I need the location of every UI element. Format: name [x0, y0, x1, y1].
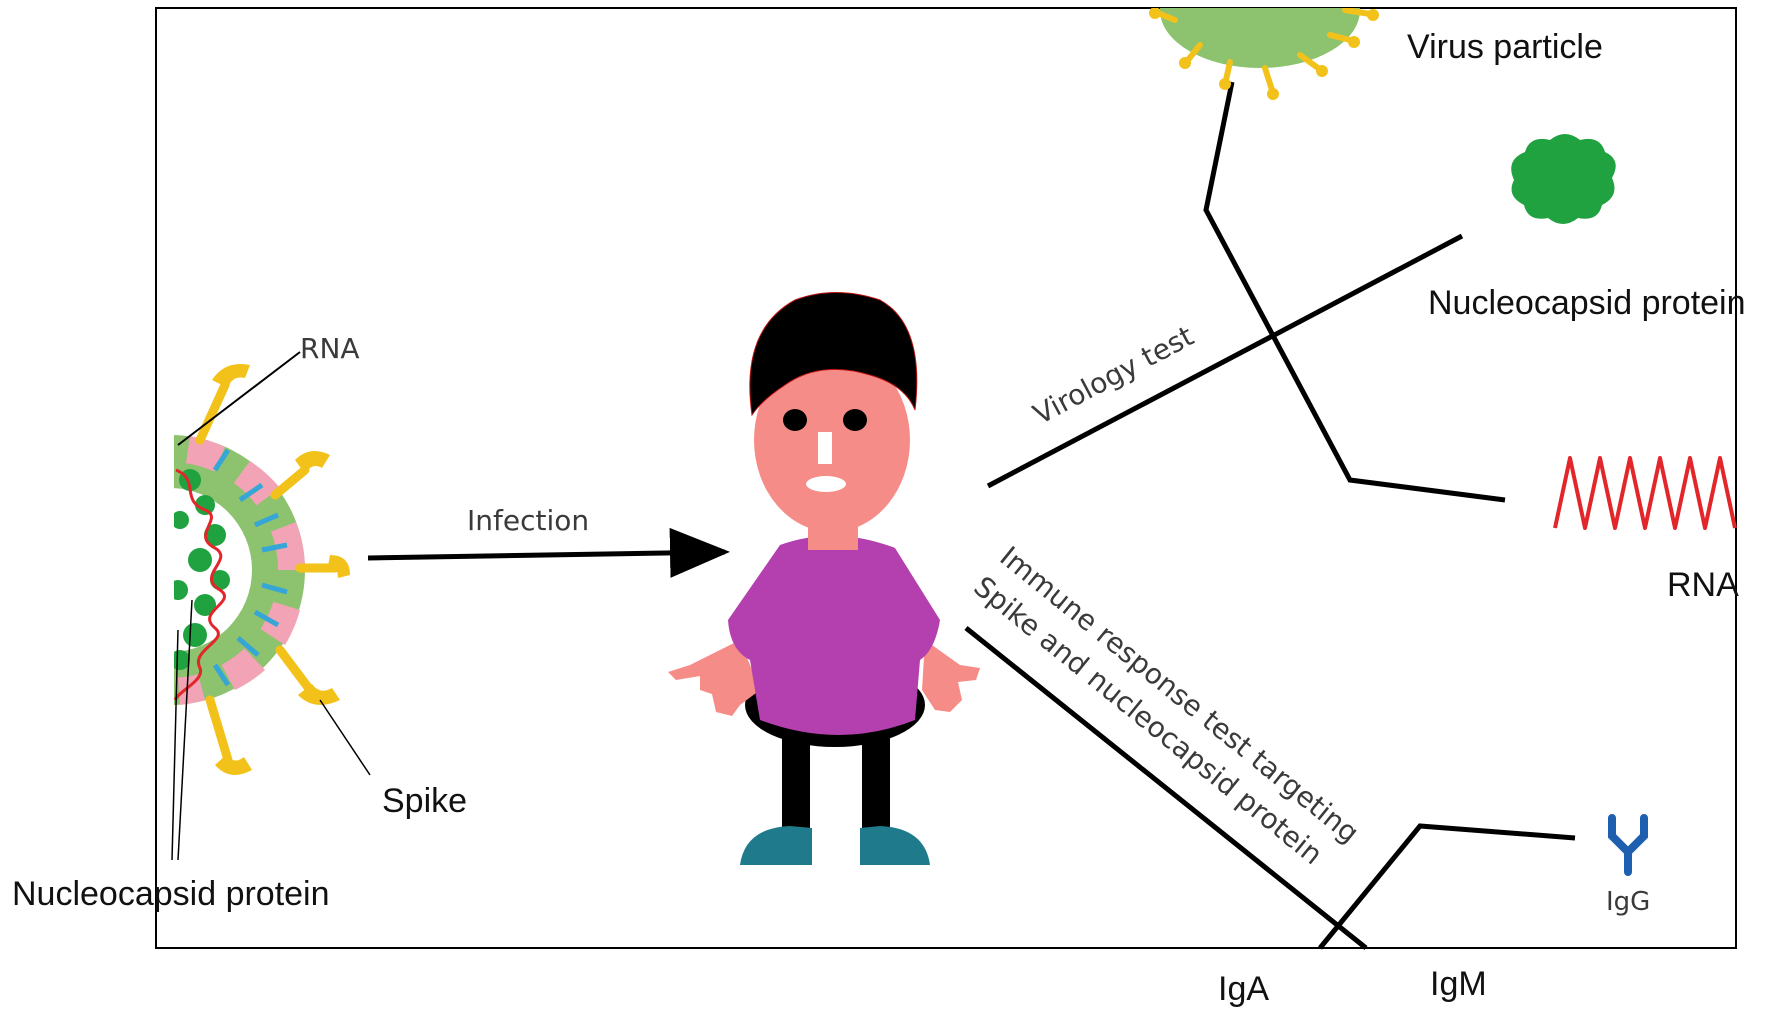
- iga-label: IgA: [1218, 970, 1269, 1008]
- person-shirt: [728, 536, 940, 735]
- person-left-eye: [783, 409, 807, 431]
- virus-core: [88, 488, 252, 652]
- virus-particle-label: Virus particle: [1407, 28, 1603, 66]
- virus-particle-icon: [1149, 0, 1379, 100]
- rna-right-label: RNA: [1667, 566, 1739, 604]
- nucleocapsid-right-label: Nucleocapsid protein: [1428, 284, 1746, 322]
- igg-antibody-icon: [1612, 818, 1644, 872]
- virus-cross-section: [35, 364, 350, 775]
- rna-wave-icon: [1555, 458, 1735, 528]
- infection-label: Infection: [467, 504, 589, 537]
- antibody-connector: [1320, 826, 1575, 948]
- spike-pointer: [320, 700, 370, 775]
- nucleocapsid-protein-icon: [1511, 134, 1615, 224]
- igm-label: IgM: [1430, 965, 1487, 1003]
- nucleocapsid-left-label: Nucleocapsid protein: [12, 875, 330, 913]
- person-right-hand: [922, 640, 980, 712]
- infection-arrow: [368, 552, 725, 558]
- person-mouth: [806, 476, 846, 492]
- virology-test-line: [988, 236, 1462, 486]
- virology-test-label: Virology test: [1028, 319, 1199, 431]
- person-nose: [818, 432, 832, 464]
- rna-left-label: RNA: [300, 332, 360, 365]
- immune-test-label-line2: Spike and nucleocapsid protein: [968, 570, 1329, 871]
- spike-label: Spike: [382, 782, 467, 820]
- person-figure: [668, 293, 980, 866]
- person-right-eye: [843, 409, 867, 431]
- person-right-shoe: [860, 826, 930, 865]
- person-left-shoe: [740, 826, 812, 865]
- igg-label: IgG: [1606, 887, 1650, 917]
